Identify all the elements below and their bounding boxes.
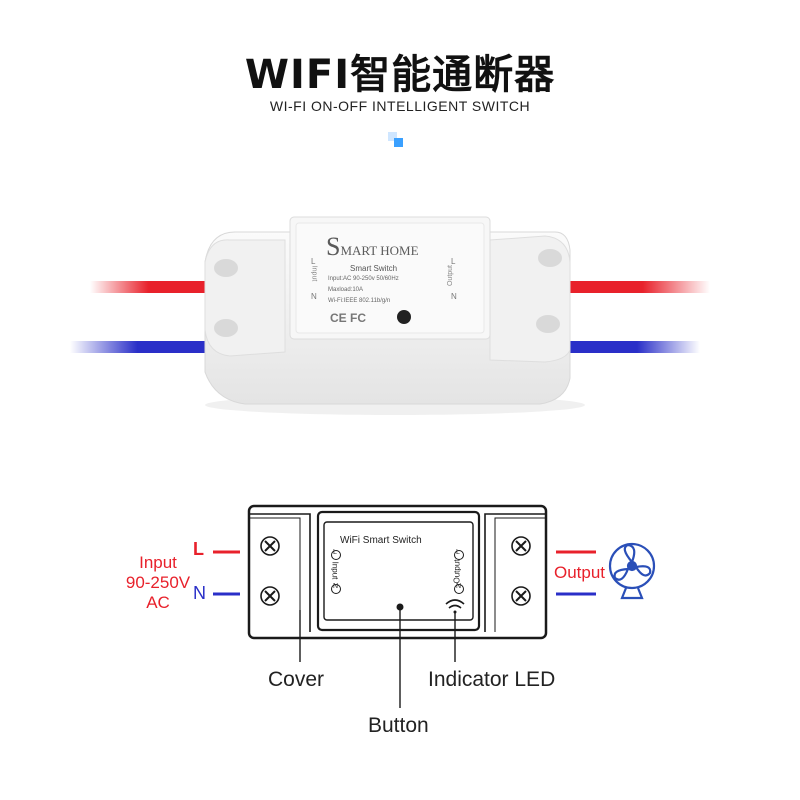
screw-right-top-icon — [511, 536, 531, 556]
device-spec-wifi: Wi-Fi:IEEE 802.11b/g/n — [328, 298, 391, 304]
left-cover — [249, 513, 311, 632]
left-n-label: N — [193, 583, 206, 603]
device-certs: CE FC — [330, 311, 366, 325]
module-title: WiFi Smart Switch — [340, 535, 422, 546]
device-button — [397, 310, 411, 324]
inner-pin-l-left: L — [333, 549, 337, 556]
input-line-1: Input — [139, 553, 177, 572]
wiring-diagram — [247, 504, 548, 708]
wire-neutral-left — [70, 341, 220, 353]
device-output-label: Output — [447, 264, 455, 287]
logo-rest: MART HOME — [340, 243, 419, 258]
screw-left-bottom-icon — [260, 586, 280, 606]
device-product-name: Smart Switch — [350, 264, 398, 273]
device-pin-n-left: N — [311, 292, 317, 301]
inner-pin-n-left: N — [333, 583, 339, 590]
device-input-label: Input — [310, 265, 318, 282]
inner-output-label: Output — [452, 559, 462, 584]
screw-left-top-icon — [260, 536, 280, 556]
input-line-3: AC — [146, 593, 170, 612]
device-photo — [204, 216, 585, 415]
inner-pin-l-right: L — [456, 549, 460, 556]
input-line-2: 90-250V — [125, 573, 191, 592]
input-spec-label: Input 90-250V AC — [112, 553, 204, 613]
page-title: WIFI智能通断器 — [244, 52, 556, 98]
left-l-label: L — [193, 539, 204, 559]
logo-s: S — [326, 232, 341, 261]
wire-live-left — [90, 281, 220, 293]
device-pin-l-left: L — [311, 257, 316, 266]
inner-input-label: Input — [330, 561, 340, 580]
wire-live-right — [560, 281, 710, 293]
wifi-icon — [445, 599, 465, 614]
callout-cover: Cover — [268, 668, 325, 691]
module-outline — [247, 504, 548, 640]
page-subtitle: WI-FI ON-OFF INTELLIGENT SWITCH — [269, 98, 531, 114]
decoration-squares — [388, 132, 408, 152]
device-pin-n-right: N — [451, 292, 457, 301]
device-spec-input: Input:AC 90-250v 50/60Hz — [328, 276, 399, 282]
center-module — [316, 510, 481, 632]
output-label: Output — [554, 563, 606, 582]
device-pin-l-right: L — [451, 257, 456, 266]
callout-button: Button — [368, 714, 429, 737]
device-logo: SMART HOME — [326, 232, 419, 262]
device-spec-maxload: Maxload:10A — [328, 287, 364, 293]
inner-pin-n-right: N — [456, 583, 462, 590]
fan-icon — [608, 542, 656, 600]
callout-indicator-led: Indicator LED — [428, 668, 556, 691]
screw-right-bottom-icon — [511, 586, 531, 606]
wire-neutral-right — [560, 341, 700, 353]
right-cover — [484, 513, 546, 632]
